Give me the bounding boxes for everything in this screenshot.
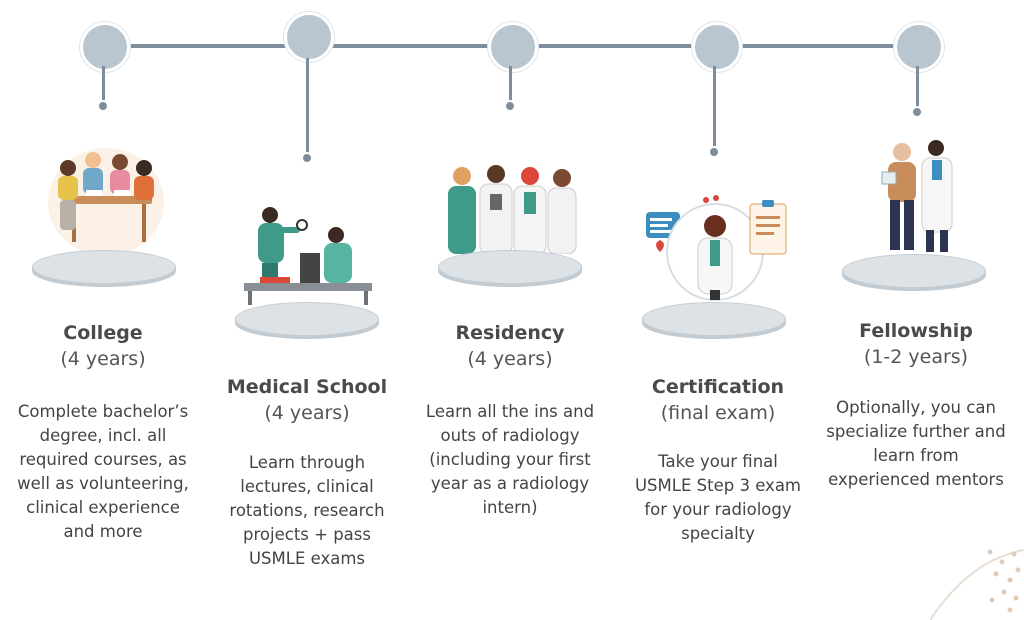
timeline-node-3 xyxy=(488,22,538,72)
step-duration: (final exam) xyxy=(660,402,776,424)
step-duration: (4 years) xyxy=(467,348,553,370)
timeline-stem-dot-3 xyxy=(504,100,516,112)
step-title: Residency xyxy=(455,322,565,344)
step-duration: (1-2 years) xyxy=(863,346,969,368)
timeline-stem-4 xyxy=(713,66,716,148)
step-description: Take your final USMLE Step 3 exam for yo… xyxy=(634,452,801,543)
timeline-node-5 xyxy=(894,22,944,72)
medical-team-illustration xyxy=(448,165,577,254)
timeline-stem-1 xyxy=(102,66,105,104)
timeline-node-1 xyxy=(80,22,130,72)
timeline-stem-3 xyxy=(509,66,512,104)
lab-research-illustration xyxy=(244,207,372,305)
timeline-stem-dot-2 xyxy=(301,152,313,164)
timeline-stem-dot-1 xyxy=(97,100,109,112)
step-title: College xyxy=(63,322,143,344)
step-title: Medical School xyxy=(226,376,388,398)
students-studying-illustration xyxy=(48,148,164,256)
timeline-stem-dot-4 xyxy=(708,146,720,158)
step-description: Complete bachelor’s degree, incl. all re… xyxy=(17,402,189,541)
doctor-certificate-illustration xyxy=(646,195,787,301)
step-title: Fellowship xyxy=(859,320,973,342)
step-title: Certification xyxy=(651,376,785,398)
step-description: Learn through lectures, clinical rotatio… xyxy=(229,453,385,568)
timeline-node-4 xyxy=(692,22,742,72)
step-description: Learn all the ins and outs of radiology … xyxy=(425,402,595,517)
timeline-stem-2 xyxy=(306,58,309,154)
mentor-doctor-illustration xyxy=(881,140,953,252)
timeline-stem-dot-5 xyxy=(911,106,923,118)
timeline-stem-5 xyxy=(916,66,919,110)
step-duration: (4 years) xyxy=(60,348,146,370)
decorative-dots xyxy=(930,549,1024,620)
timeline-node-2 xyxy=(284,12,334,62)
step-description: Optionally, you can specialize further a… xyxy=(826,398,1006,489)
step-duration: (4 years) xyxy=(264,402,350,424)
